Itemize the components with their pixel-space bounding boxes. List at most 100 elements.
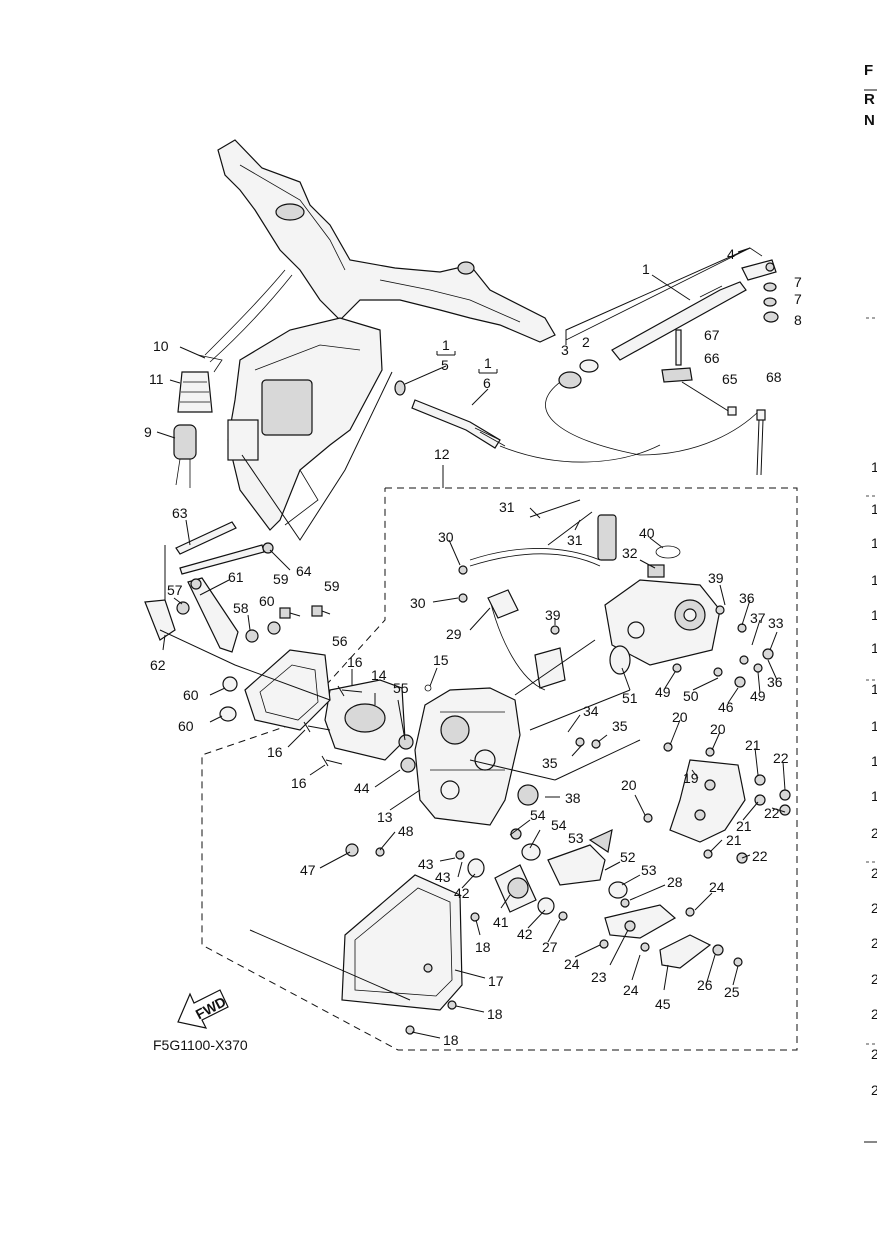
svg-text:1: 1 bbox=[442, 337, 450, 353]
callout-50: 50 bbox=[683, 688, 699, 704]
callout-59b: 59 bbox=[324, 578, 340, 594]
callout-52: 52 bbox=[620, 849, 636, 865]
callout-10: 10 bbox=[153, 338, 169, 354]
callout-49a: 49 bbox=[655, 684, 671, 700]
edge-digit-2: 1 bbox=[871, 501, 877, 517]
callout-24c: 24 bbox=[623, 982, 639, 998]
wire-harness bbox=[469, 499, 617, 691]
callout-36a: 36 bbox=[739, 590, 755, 606]
callout-22a: 22 bbox=[773, 750, 789, 766]
callout-44: 44 bbox=[354, 780, 370, 796]
bracket-19 bbox=[669, 759, 746, 843]
callout-60c: 60 bbox=[178, 718, 194, 734]
callout-31a: 31 bbox=[499, 499, 515, 515]
callout-51: 51 bbox=[622, 690, 638, 706]
boot-parts bbox=[173, 354, 223, 488]
callout-34: 34 bbox=[583, 703, 599, 719]
edge-digit-5: 1 bbox=[871, 607, 877, 623]
callout-12: 12 bbox=[434, 446, 450, 462]
edge-digit-3: 1 bbox=[871, 535, 877, 551]
callout-43b: 43 bbox=[435, 869, 451, 885]
edge-letter-r: R bbox=[864, 91, 875, 108]
edge-digit-11: 2 bbox=[871, 825, 877, 841]
callout-7b: 7 bbox=[794, 291, 802, 307]
edge-digit-6: 1 bbox=[871, 640, 877, 656]
callout-63: 63 bbox=[172, 505, 188, 521]
cable-assembly-1 bbox=[545, 247, 777, 456]
right-page-edge: F R N 1 1 1 1 1 1 1 1 1 1 2 2 2 2 2 2 2 … bbox=[864, 62, 877, 1143]
callout-40: 40 bbox=[639, 525, 655, 541]
dashed-group-12 bbox=[201, 465, 798, 1051]
callout-58: 58 bbox=[233, 600, 249, 616]
callout-18a: 18 bbox=[475, 939, 491, 955]
diagram-code: F5G1100-X370 bbox=[153, 1037, 248, 1053]
callout-labels: 1 2 3 4 5 6 7 7 8 9 10 11 12 13 14 15 16… bbox=[144, 246, 802, 1048]
callout-48: 48 bbox=[398, 823, 414, 839]
callout-59a: 59 bbox=[273, 571, 289, 587]
callout-16c: 16 bbox=[291, 775, 307, 791]
edge-digit-12: 2 bbox=[871, 865, 877, 881]
callout-8: 8 bbox=[794, 312, 802, 328]
callout-32: 32 bbox=[622, 545, 638, 561]
callout-20a: 20 bbox=[672, 709, 688, 725]
callout-29: 29 bbox=[446, 626, 462, 642]
edge-digit-9: 1 bbox=[871, 753, 877, 769]
callout-67: 67 bbox=[704, 327, 720, 343]
callout-35b: 35 bbox=[612, 718, 628, 734]
callout-42a: 42 bbox=[454, 885, 470, 901]
callout-22c: 22 bbox=[752, 848, 768, 864]
callout-13: 13 bbox=[377, 809, 393, 825]
callout-30b: 30 bbox=[410, 595, 426, 611]
edge-digit-7: 1 bbox=[871, 681, 877, 697]
callout-15: 15 bbox=[433, 652, 449, 668]
callout-35a: 35 bbox=[542, 755, 558, 771]
callout-2: 2 bbox=[582, 334, 590, 350]
callout-27: 27 bbox=[542, 939, 558, 955]
control-box-housing bbox=[414, 687, 521, 826]
callout-62: 62 bbox=[150, 657, 166, 673]
callout-5: 5 bbox=[441, 357, 449, 373]
callout-17: 17 bbox=[488, 973, 504, 989]
cable-assembly-5-6 bbox=[394, 380, 661, 463]
callout-16a: 16 bbox=[347, 654, 363, 670]
callout-19: 19 bbox=[683, 770, 699, 786]
fwd-arrow-icon: FWD bbox=[177, 989, 229, 1029]
edge-digit-10: 1 bbox=[871, 788, 877, 804]
edge-digit-15: 2 bbox=[871, 971, 877, 987]
callout-16b: 16 bbox=[267, 744, 283, 760]
callout-55: 55 bbox=[393, 680, 409, 696]
edge-digit-14: 2 bbox=[871, 935, 877, 951]
callout-36b: 36 bbox=[767, 674, 783, 690]
callout-47: 47 bbox=[300, 862, 316, 878]
callout-49b: 49 bbox=[750, 688, 766, 704]
callout-9: 9 bbox=[144, 424, 152, 440]
callout-68: 68 bbox=[766, 369, 782, 385]
rods-63-64 bbox=[175, 521, 274, 575]
edge-digit-18: 2 bbox=[871, 1082, 877, 1098]
callout-39a: 39 bbox=[708, 570, 724, 586]
actuator-32 bbox=[604, 545, 721, 675]
callout-56: 56 bbox=[332, 633, 348, 649]
callout-61: 61 bbox=[228, 569, 244, 585]
links-23-45 bbox=[604, 904, 712, 969]
callout-37: 37 bbox=[750, 610, 766, 626]
handlebar-assembly bbox=[204, 139, 556, 363]
callout-57: 57 bbox=[167, 582, 183, 598]
leader-lines bbox=[156, 247, 786, 1039]
callout-21a: 21 bbox=[745, 737, 761, 753]
callout-20c: 20 bbox=[621, 777, 637, 793]
callout-26: 26 bbox=[697, 977, 713, 993]
callout-28: 28 bbox=[667, 874, 683, 890]
edge-digit-8: 1 bbox=[871, 718, 877, 734]
washers-7-8 bbox=[763, 282, 779, 323]
callout-66: 66 bbox=[704, 350, 720, 366]
callout-54a: 54 bbox=[530, 807, 546, 823]
callout-53b: 53 bbox=[641, 862, 657, 878]
callout-43a: 43 bbox=[418, 856, 434, 872]
callout-18b: 18 bbox=[487, 1006, 503, 1022]
callout-21b: 21 bbox=[736, 818, 752, 834]
callout-30a: 30 bbox=[438, 529, 454, 545]
callout-41: 41 bbox=[493, 914, 509, 930]
callout-38: 38 bbox=[565, 790, 581, 806]
